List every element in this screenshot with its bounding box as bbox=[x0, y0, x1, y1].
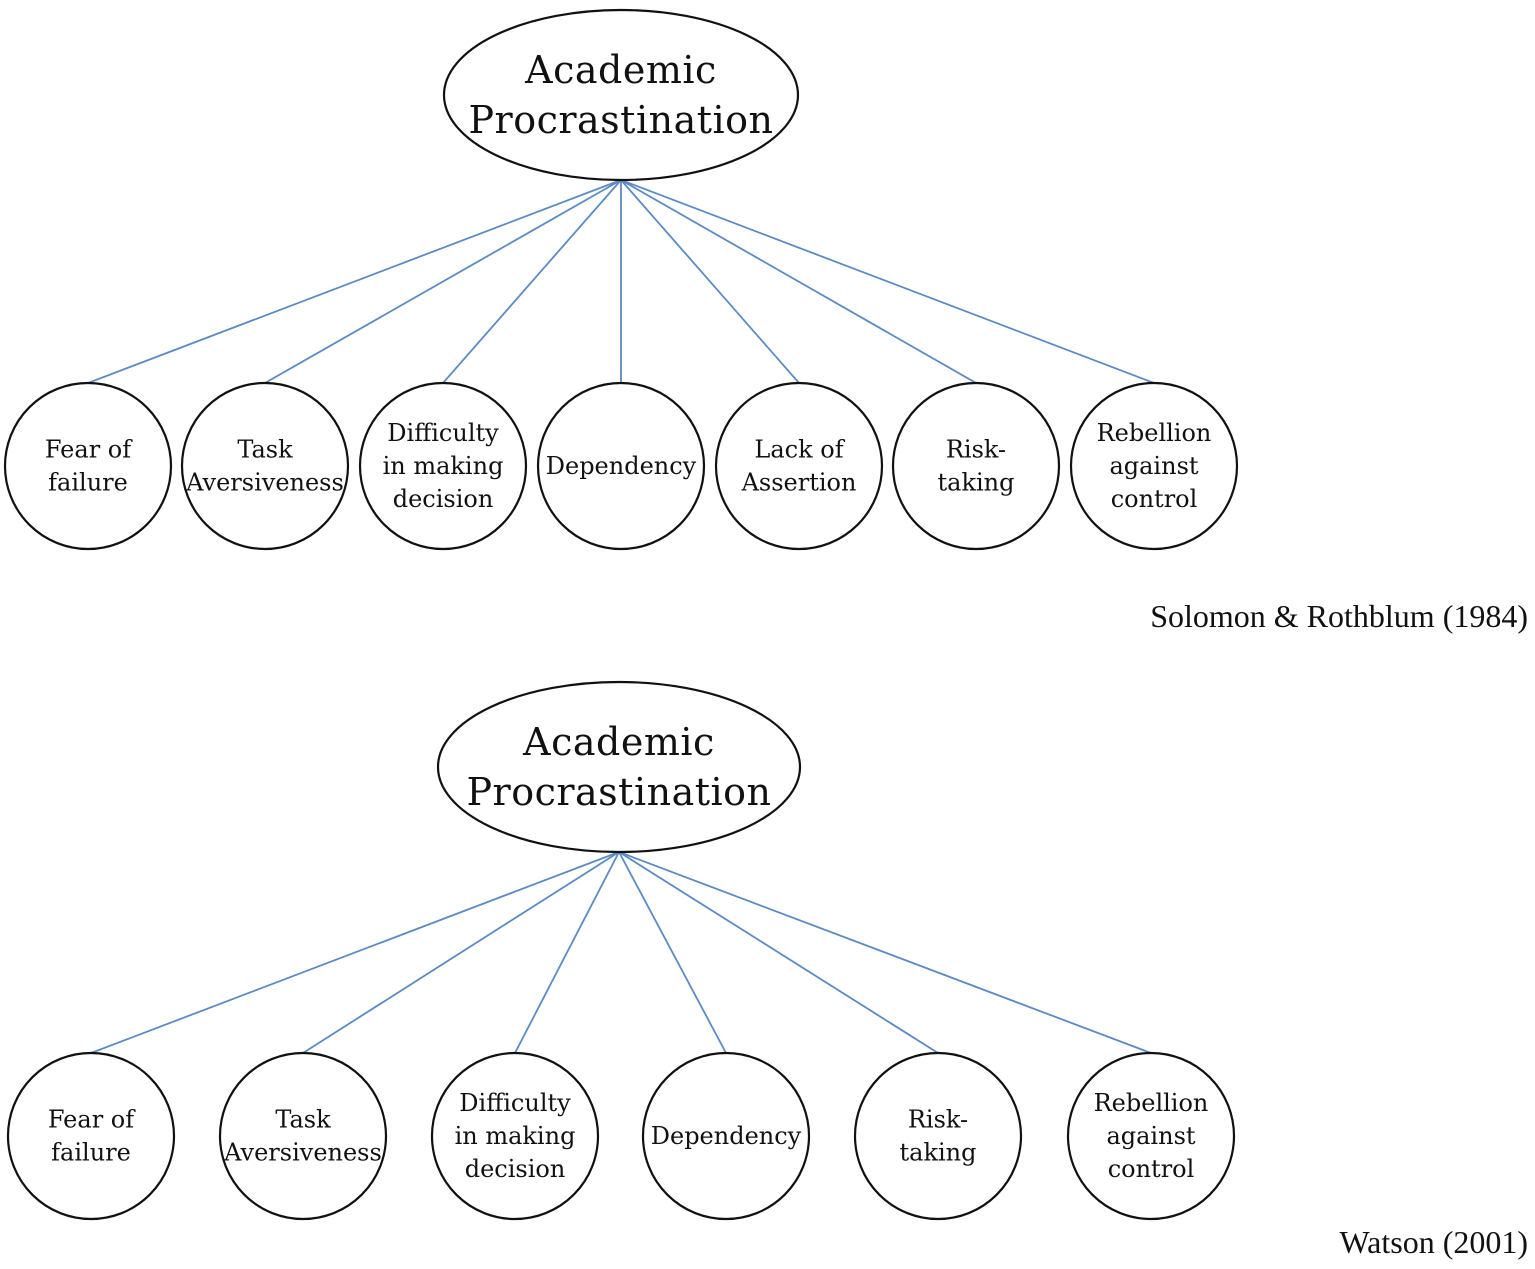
child-label-line-2: failure bbox=[51, 1139, 131, 1167]
child-label-line-1: Fear of bbox=[45, 436, 133, 464]
child-label-line-2: Aversiveness bbox=[223, 1139, 382, 1167]
child-label-line-1: Fear of bbox=[48, 1106, 136, 1134]
root-ellipse bbox=[436, 680, 802, 854]
child-label-line-1: Task bbox=[237, 436, 293, 464]
child-label-line-1: Lack of bbox=[754, 436, 845, 464]
connector-4 bbox=[618, 851, 727, 1054]
child-circle bbox=[853, 1051, 1023, 1221]
citation: Watson (2001) bbox=[1340, 1224, 1529, 1260]
child-label-line-2: against bbox=[1106, 1122, 1195, 1150]
child-label-line-2: in making bbox=[383, 452, 504, 480]
child-label-line-1: Risk- bbox=[946, 436, 1006, 464]
root-ellipse bbox=[442, 8, 800, 182]
connector-6 bbox=[618, 851, 1152, 1054]
child-node-3: Difficulty in making decision bbox=[358, 381, 528, 551]
child-circle bbox=[891, 381, 1061, 551]
connector-1 bbox=[90, 851, 620, 1054]
child-label-line-3: control bbox=[1108, 1155, 1195, 1183]
child-label-line-3: decision bbox=[465, 1155, 566, 1183]
child-label-line-1: Difficulty bbox=[459, 1089, 571, 1117]
citation: Solomon & Rothblum (1984) bbox=[1150, 598, 1528, 634]
child-label-line-1: Risk- bbox=[908, 1106, 968, 1134]
child-label-line-3: control bbox=[1111, 485, 1198, 513]
connector-1 bbox=[87, 179, 622, 384]
child-circle bbox=[714, 381, 884, 551]
child-label-line-2: taking bbox=[900, 1139, 977, 1167]
child-node-6: Rebellion against control bbox=[1066, 1051, 1236, 1221]
child-label-line-2: Aversiveness bbox=[185, 469, 344, 497]
root-label-line-1: Academic bbox=[522, 720, 715, 764]
child-node-1: Fear of failure bbox=[3, 381, 173, 551]
child-label-line-2: taking bbox=[938, 469, 1015, 497]
child-circle bbox=[358, 381, 528, 551]
child-circle bbox=[1069, 381, 1239, 551]
child-label-line-2: Assertion bbox=[741, 469, 857, 497]
child-circle bbox=[180, 381, 350, 551]
child-node-4: Dependency bbox=[641, 1051, 811, 1221]
child-node-1: Fear of failure bbox=[6, 1051, 176, 1221]
child-label-line-3: decision bbox=[393, 485, 494, 513]
child-label-line-2: in making bbox=[455, 1122, 576, 1150]
connector-2 bbox=[302, 851, 620, 1054]
connector-7 bbox=[620, 179, 1155, 384]
child-label-line-1: Rebellion bbox=[1094, 1089, 1209, 1117]
child-label-line-2: against bbox=[1109, 452, 1198, 480]
connector-6 bbox=[620, 179, 977, 384]
root-label-line-2: Procrastination bbox=[466, 770, 771, 814]
child-circle bbox=[6, 1051, 176, 1221]
connectors bbox=[90, 851, 1152, 1054]
connector-5 bbox=[618, 851, 939, 1054]
child-circle bbox=[3, 381, 173, 551]
connector-2 bbox=[264, 179, 622, 384]
connector-3 bbox=[514, 851, 620, 1054]
child-circle bbox=[536, 381, 706, 551]
child-label-line-1: Dependency bbox=[546, 452, 697, 480]
root-label-line-2: Procrastination bbox=[468, 98, 773, 142]
child-node-5: Risk-taking bbox=[853, 1051, 1023, 1221]
child-circle bbox=[218, 1051, 388, 1221]
connector-5 bbox=[620, 179, 800, 384]
child-node-7: Rebellion against control bbox=[1069, 381, 1239, 551]
child-label-line-1: Rebellion bbox=[1097, 419, 1212, 447]
child-node-3: Difficulty in making decision bbox=[430, 1051, 600, 1221]
child-circle bbox=[641, 1051, 811, 1221]
connector-3 bbox=[442, 179, 622, 384]
child-node-5: Lack of Assertion bbox=[714, 381, 884, 551]
child-node-6: Risk-taking bbox=[891, 381, 1061, 551]
root-label-line-1: Academic bbox=[524, 48, 717, 92]
child-circle bbox=[430, 1051, 600, 1221]
child-node-4: Dependency bbox=[536, 381, 706, 551]
child-label-line-1: Difficulty bbox=[387, 419, 499, 447]
child-label-line-1: Task bbox=[275, 1106, 331, 1134]
connectors bbox=[87, 179, 1155, 384]
child-label-line-2: failure bbox=[48, 469, 128, 497]
child-circle bbox=[1066, 1051, 1236, 1221]
child-label-line-1: Dependency bbox=[651, 1122, 802, 1150]
